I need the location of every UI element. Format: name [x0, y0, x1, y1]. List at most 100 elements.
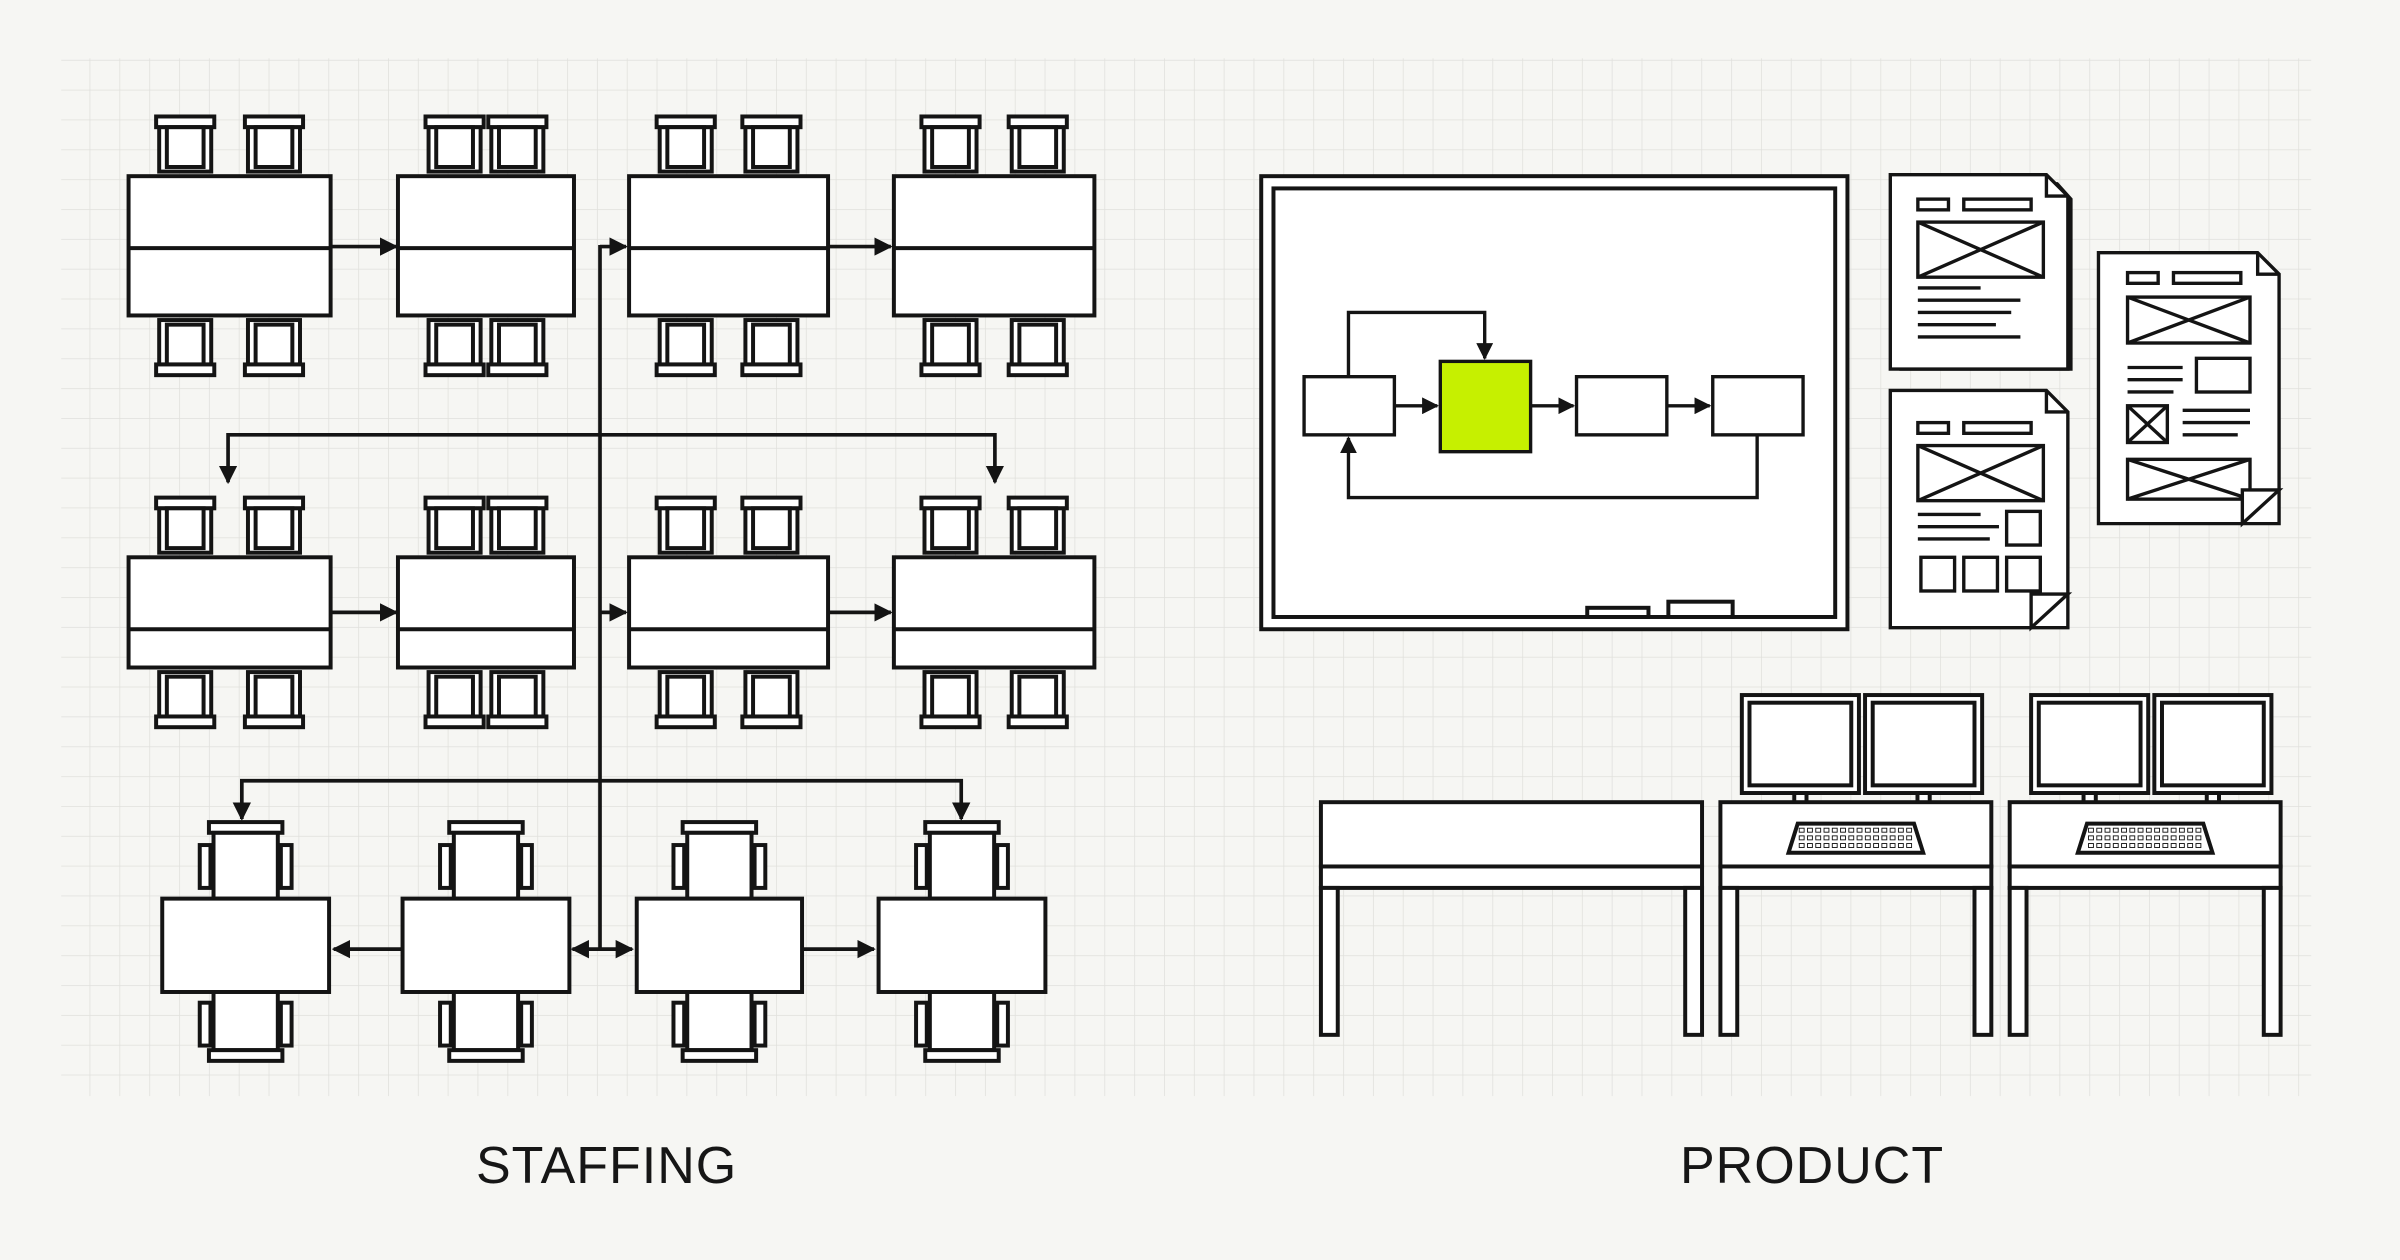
- wireframe-documents: [1888, 172, 2284, 632]
- desk: [400, 896, 572, 994]
- chair-icon: [654, 114, 717, 174]
- desk-apron: [2007, 864, 2283, 890]
- desk: [876, 896, 1048, 994]
- chair-icon: [197, 820, 294, 901]
- chair-icon: [242, 495, 306, 555]
- desk: [126, 555, 333, 670]
- keyboard-icon: [2075, 821, 2216, 855]
- workstation-icon: [2007, 693, 2283, 1037]
- flow-loop-bottom: [1340, 434, 1759, 500]
- staffing-label: STAFFING: [476, 1137, 738, 1195]
- chair-icon: [242, 318, 306, 378]
- chair-icon: [197, 990, 294, 1063]
- chair-icon: [423, 495, 486, 555]
- desk-cluster-icon: [627, 495, 831, 730]
- chair-icon: [154, 670, 217, 730]
- desk: [395, 555, 576, 670]
- chair-icon: [154, 495, 217, 555]
- chair-icon: [1006, 318, 1069, 378]
- staffing-connectors: [218, 237, 1005, 959]
- chair-icon: [486, 495, 549, 555]
- desk-cluster-icon: [126, 114, 333, 378]
- desk: [160, 896, 332, 994]
- eraser: [1666, 599, 1735, 619]
- chair-icon: [740, 114, 803, 174]
- chair-icon: [438, 990, 534, 1063]
- chair-icon: [423, 114, 486, 174]
- desk-cluster-icon: [395, 114, 576, 378]
- desk-cluster-icon: [634, 820, 805, 1063]
- marker-tray: [1585, 605, 1651, 619]
- chair-icon: [740, 495, 803, 555]
- wireframe-document-icon: [1888, 388, 2073, 632]
- table-icon: [1318, 800, 1705, 1037]
- chair-icon: [423, 670, 486, 730]
- chair-icon: [154, 318, 217, 378]
- chair-icon: [919, 114, 982, 174]
- chair-icon: [914, 990, 1010, 1063]
- chair-icon: [919, 670, 982, 730]
- desk-leg: [1972, 885, 1994, 1037]
- chair-icon: [671, 820, 768, 901]
- chair-icon: [914, 820, 1010, 901]
- desk: [126, 174, 333, 318]
- bracket-lower: [232, 778, 971, 821]
- flowchart-icon: [1302, 310, 1805, 500]
- chair-icon: [486, 318, 549, 378]
- desk-cluster-icon: [400, 820, 572, 1063]
- desk: [395, 174, 576, 318]
- monitor-icon: [2029, 693, 2151, 815]
- flow-loop-top: [1346, 310, 1494, 377]
- wireframe-document-icon: [1888, 172, 2073, 371]
- workstation-icon: [1718, 693, 1994, 1037]
- desk: [891, 555, 1097, 670]
- desk: [627, 174, 831, 318]
- desk-cluster-icon: [627, 114, 831, 378]
- desk-cluster-icon: [160, 820, 332, 1063]
- desk-cluster-icon: [395, 495, 576, 730]
- chair-icon: [740, 670, 803, 730]
- desk: [627, 555, 831, 670]
- chair-icon: [242, 670, 306, 730]
- bracket-upper: [218, 433, 1005, 485]
- chair-icon: [919, 318, 982, 378]
- monitor-icon: [1739, 693, 1861, 815]
- monitor-icon: [2152, 693, 2274, 815]
- desk-cluster-icon: [891, 495, 1097, 730]
- chair-icon: [654, 495, 717, 555]
- chair-icon: [919, 495, 982, 555]
- desk-cluster-icon: [891, 114, 1097, 378]
- chair-icon: [154, 114, 217, 174]
- chair-icon: [654, 670, 717, 730]
- chair-icon: [486, 670, 549, 730]
- chair-icon: [438, 820, 534, 901]
- desk: [634, 896, 805, 994]
- desk-leg: [1718, 885, 1740, 1037]
- chair-icon: [671, 990, 768, 1063]
- flow-node: [1711, 375, 1805, 437]
- chair-icon: [1006, 114, 1069, 174]
- chair-icon: [486, 114, 549, 174]
- wireframe-document-icon: [2096, 251, 2284, 528]
- chair-icon: [654, 318, 717, 378]
- keyboard-icon: [1785, 821, 1926, 855]
- desk-cluster-icon: [876, 820, 1048, 1063]
- product-furniture: [1318, 693, 2283, 1037]
- desk-leg: [2007, 885, 2029, 1037]
- chair-icon: [1006, 495, 1069, 555]
- staffing-layout: [126, 114, 1097, 1063]
- flow-node: [1574, 375, 1669, 437]
- desk-leg: [2261, 885, 2283, 1037]
- flow-node-highlight: [1438, 359, 1533, 454]
- desk: [891, 174, 1097, 318]
- monitor-icon: [1863, 693, 1985, 815]
- chair-icon: [423, 318, 486, 378]
- flow-node: [1302, 375, 1397, 437]
- chair-icon: [1006, 670, 1069, 730]
- desk-cluster-icon: [126, 495, 333, 730]
- chair-icon: [740, 318, 803, 378]
- desk-apron: [1718, 864, 1994, 890]
- chair-icon: [242, 114, 306, 174]
- product-label: PRODUCT: [1680, 1137, 1945, 1195]
